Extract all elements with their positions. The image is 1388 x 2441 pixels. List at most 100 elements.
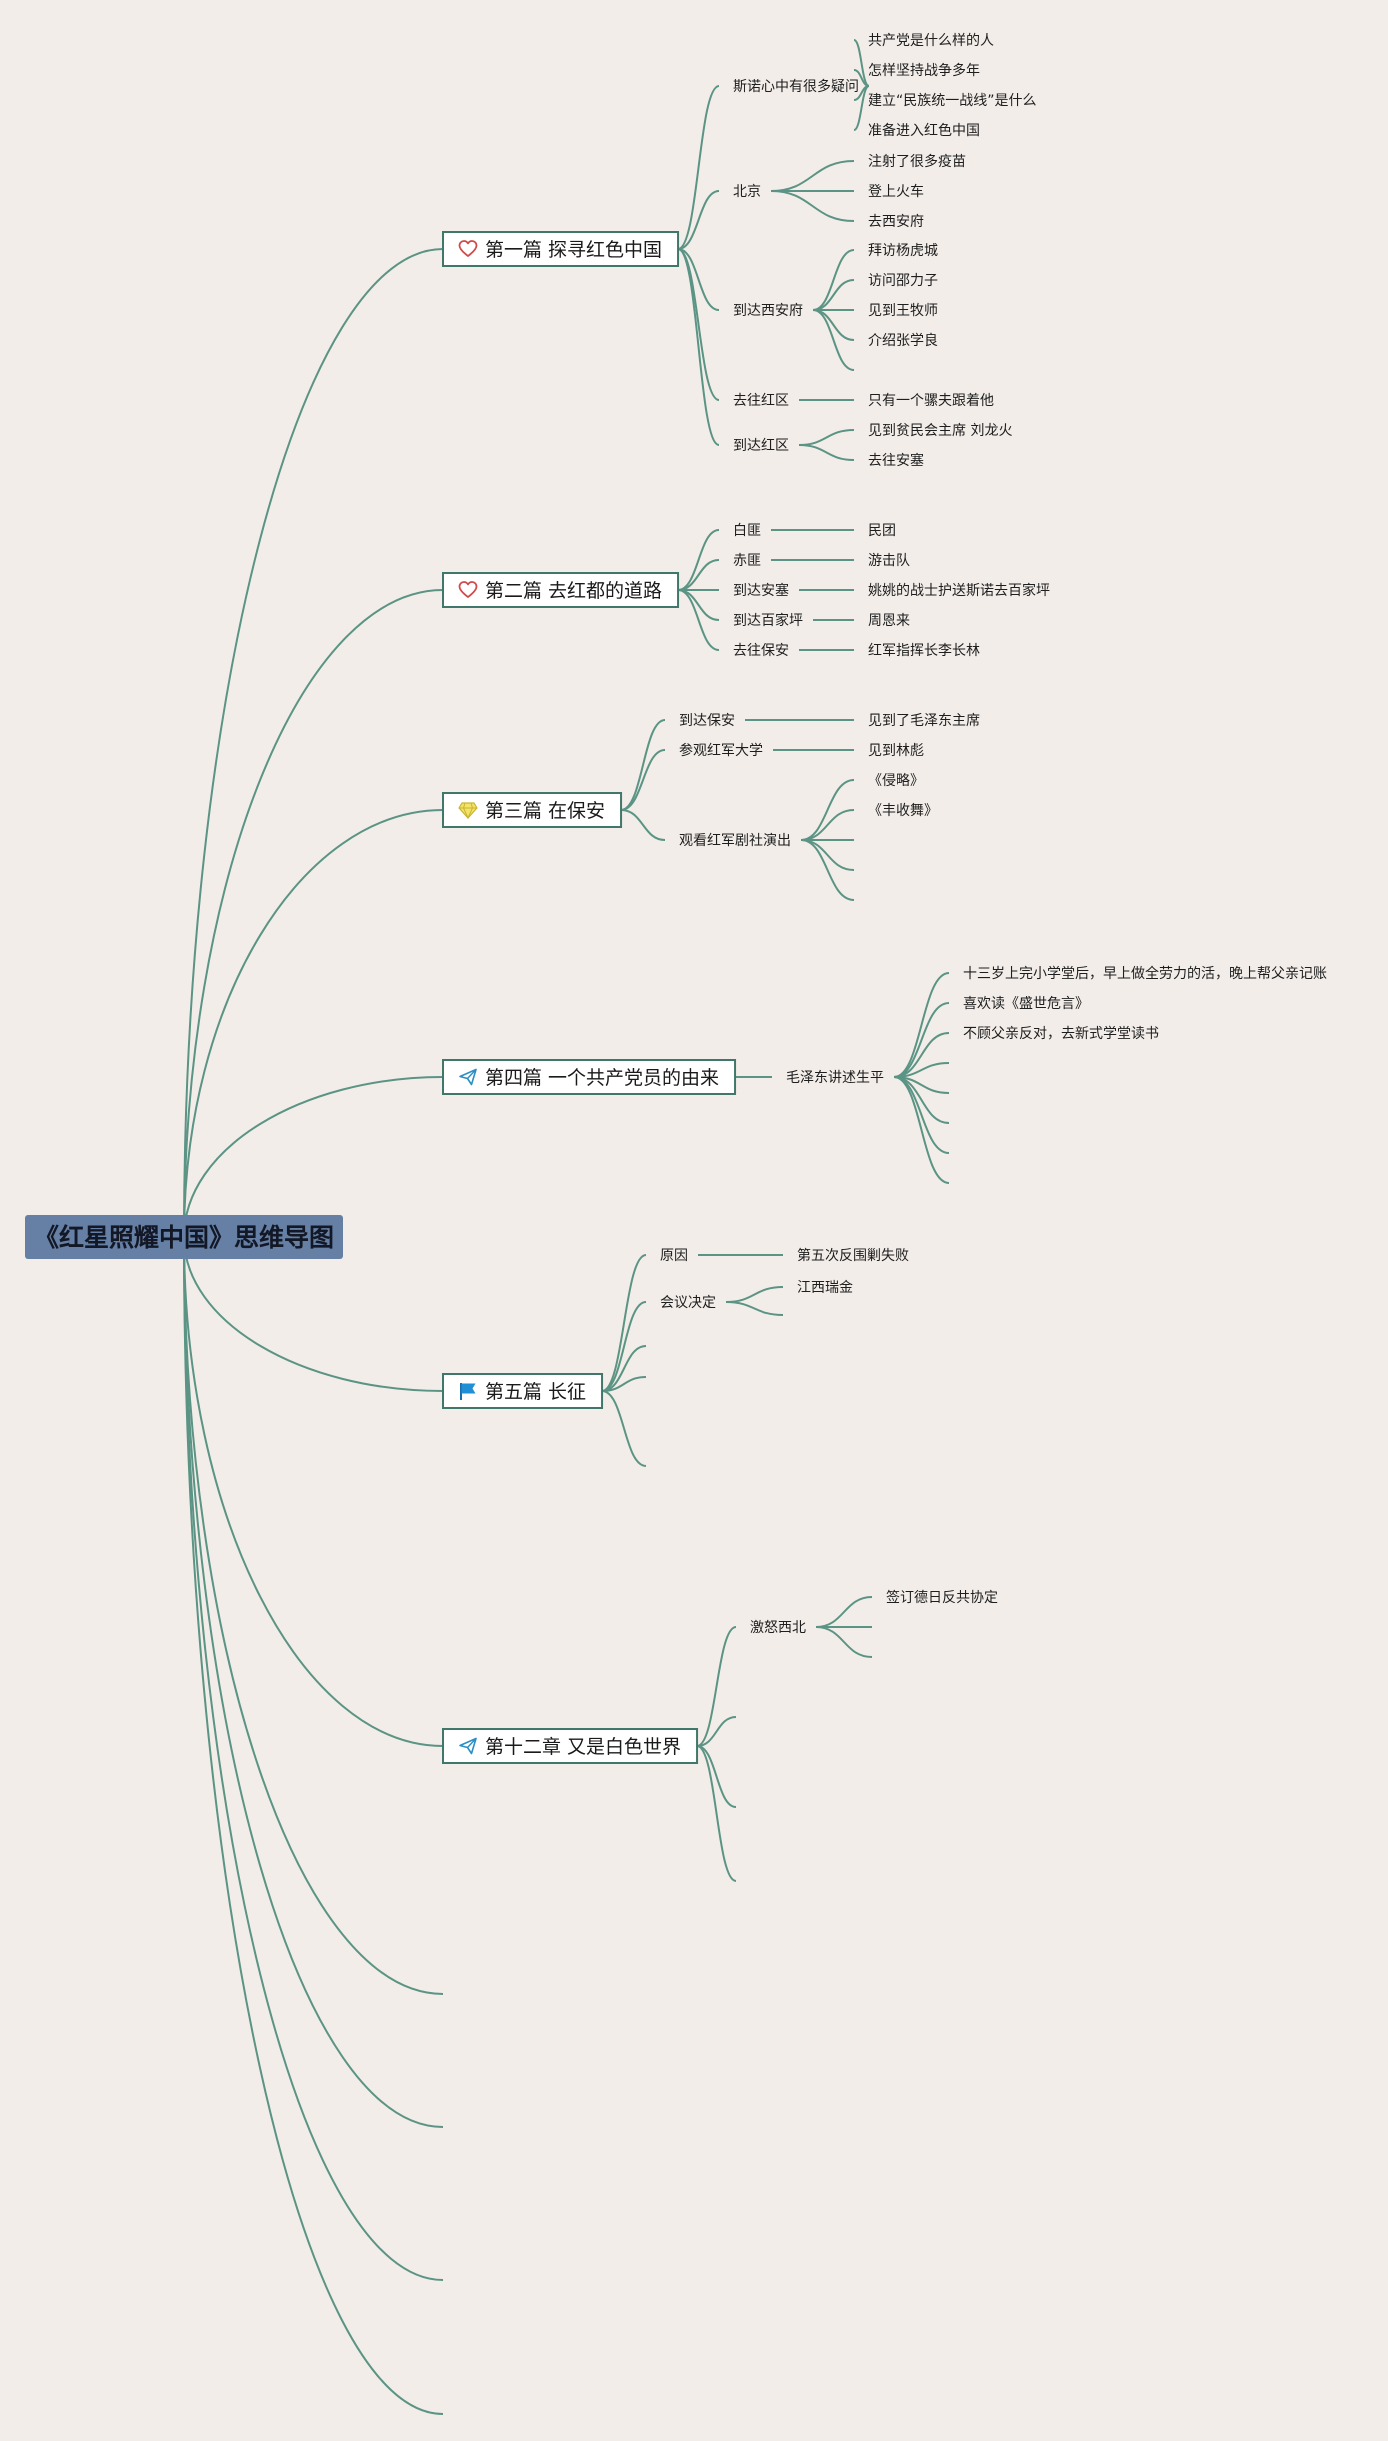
branch-link: [800, 779, 855, 841]
leaf-node[interactable]: 不顾父亲反对，去新式学堂读书: [963, 1025, 1159, 1042]
chapter-node[interactable]: 第一篇 探寻红色中国: [442, 231, 680, 267]
leaf-node[interactable]: 见到王牧师: [868, 303, 938, 319]
leaf-node[interactable]: 游击队: [868, 553, 910, 569]
chapter-label: 第四篇 一个共产党员的由来: [485, 1067, 719, 1089]
branch-node[interactable]: 白匪: [733, 523, 761, 539]
chapter-node[interactable]: 第二篇 去红都的道路: [442, 572, 680, 608]
branch-node[interactable]: 毛泽东讲述生平: [786, 1070, 884, 1086]
chapter-link: [677, 248, 720, 311]
leaf-node[interactable]: 介绍张学良: [868, 333, 938, 349]
root-link: [183, 589, 444, 1238]
branch-node[interactable]: 原因: [660, 1248, 688, 1264]
chapter-link: [601, 1254, 647, 1392]
chapter-link: [696, 1716, 737, 1747]
root-node[interactable]: 《红星照耀中国》思维导图: [25, 1215, 343, 1259]
branch-node[interactable]: 去往红区: [733, 393, 789, 409]
branch-node[interactable]: 会议决定: [660, 1295, 716, 1311]
root-title: 《红星照耀中国》思维导图: [34, 1223, 334, 1252]
chapter-link: [677, 529, 720, 591]
leaf-node[interactable]: 《侵略》: [868, 772, 924, 789]
branch-node[interactable]: 去往保安: [733, 643, 789, 659]
chapter-link: [677, 190, 720, 250]
chapter-link: [601, 1301, 647, 1392]
root-link: [183, 1076, 444, 1238]
branch-link: [812, 309, 855, 371]
chapter-link: [677, 248, 720, 401]
chapter-label: 第一篇 探寻红色中国: [485, 239, 662, 261]
leaf-node[interactable]: 周恩来: [868, 613, 910, 629]
leaf-node[interactable]: 十三岁上完小学堂后，早上做全劳力的活，晚上帮父亲记账: [963, 965, 1327, 982]
chapter-link: [677, 248, 720, 446]
chapter-link: [620, 809, 666, 841]
leaf-node[interactable]: 见到林彪: [868, 743, 924, 759]
branch-link: [725, 1286, 784, 1303]
branch-link: [812, 249, 855, 311]
leaf-node[interactable]: 第五次反围剿失败: [797, 1247, 909, 1264]
root-link: [183, 1236, 444, 1995]
chapter-node[interactable]: 第四篇 一个共产党员的由来: [442, 1059, 737, 1095]
branch-link: [770, 160, 855, 192]
chapter-node[interactable]: 第三篇 在保安: [442, 792, 623, 828]
branch-link: [893, 1076, 950, 1184]
chapter-label: 第五篇 长征: [485, 1381, 586, 1403]
chapter-link: [601, 1390, 647, 1467]
leaf-node[interactable]: 见到了毛泽东主席: [868, 713, 980, 729]
leaf-node[interactable]: 访问邵力子: [868, 273, 938, 289]
chapter-link: [677, 589, 720, 651]
chapter-node[interactable]: 第十二章 又是白色世界: [442, 1728, 699, 1764]
chapter-link: [620, 719, 666, 811]
branch-link: [815, 1596, 873, 1628]
branch-link: [798, 429, 855, 446]
leaf-node[interactable]: 去往安塞: [868, 452, 924, 469]
branch-node[interactable]: 观看红军剧社演出: [679, 833, 791, 849]
chapter-node[interactable]: 第五篇 长征: [442, 1373, 604, 1409]
chapter-link: [677, 559, 720, 591]
branch-node[interactable]: 到达红区: [733, 438, 789, 454]
leaf-node[interactable]: 江西瑞金: [797, 1280, 853, 1296]
branch-node[interactable]: 到达西安府: [733, 303, 803, 319]
leaf-node[interactable]: 民团: [868, 523, 896, 539]
root-link: [183, 1236, 444, 1392]
leaf-node[interactable]: 只有一个骡夫跟着他: [868, 393, 994, 409]
leaf-node[interactable]: 拜访杨虎城: [868, 243, 938, 259]
leaf-node[interactable]: 建立“民族统一战线”是什么: [868, 93, 1037, 109]
root-link: [183, 1236, 444, 2128]
chapter-link: [620, 749, 666, 811]
branch-node[interactable]: 到达百家坪: [733, 612, 803, 629]
chapter-link: [677, 85, 720, 250]
chapter-link: [696, 1745, 737, 1808]
branch-node[interactable]: 到达安塞: [733, 582, 789, 599]
chapter-link: [602, 1376, 647, 1392]
branch-link: [725, 1301, 784, 1316]
leaf-node[interactable]: 姚姚的战士护送斯诺去百家坪: [868, 582, 1050, 599]
root-link: [183, 809, 444, 1238]
branch-link: [798, 444, 855, 461]
branch-link: [893, 1002, 950, 1078]
leaf-node[interactable]: 签订德日反共协定: [886, 1589, 998, 1606]
branch-node[interactable]: 参观红军大学: [679, 742, 763, 759]
leaf-node[interactable]: 喜欢读《盛世危言》: [963, 995, 1089, 1012]
leaf-node[interactable]: 登上火车: [868, 183, 924, 200]
chapter-link: [696, 1745, 737, 1882]
branch-node[interactable]: 北京: [733, 184, 761, 200]
leaf-node[interactable]: 去西安府: [868, 214, 924, 230]
leaf-node[interactable]: 见到贫民会主席 刘龙火: [868, 423, 1012, 439]
leaf-node[interactable]: 共产党是什么样的人: [868, 33, 994, 49]
branch-node[interactable]: 激怒西北: [750, 1619, 806, 1636]
branch-node[interactable]: 赤匪: [733, 553, 761, 569]
leaf-node[interactable]: 《丰收舞》: [868, 803, 938, 819]
chapter-box: [442, 231, 680, 267]
leaf-node[interactable]: 准备进入红色中国: [868, 122, 980, 139]
root-link: [183, 1236, 444, 2281]
leaf-node[interactable]: 红军指挥长李长林: [868, 643, 980, 659]
leaf-node[interactable]: 注射了很多疫苗: [868, 153, 966, 170]
branch-node[interactable]: 斯诺心中有很多疑问: [733, 78, 859, 95]
chapter-box: [442, 1728, 699, 1764]
branch-link: [770, 190, 855, 222]
branch-node[interactable]: 到达保安: [679, 713, 735, 729]
root-node-box: [25, 1215, 343, 1259]
leaf-node[interactable]: 怎样坚持战争多年: [868, 62, 980, 79]
chapter-label: 第十二章 又是白色世界: [485, 1736, 681, 1758]
branch-link: [812, 279, 855, 311]
